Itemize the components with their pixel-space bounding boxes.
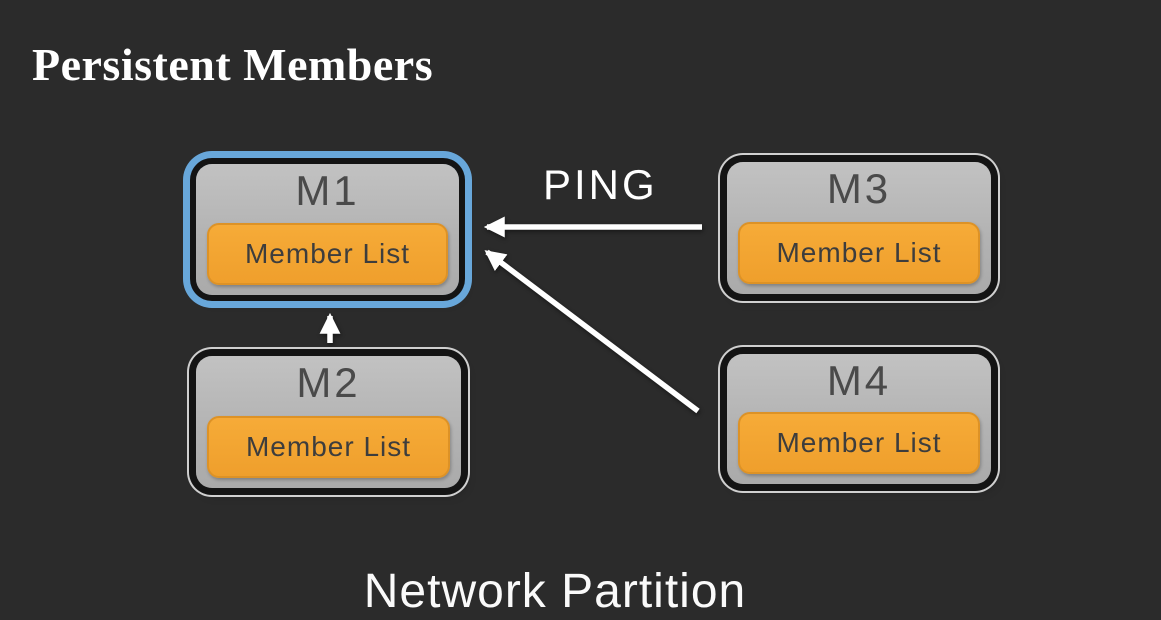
node-m4: M4 Member List [727,354,991,484]
node-m4-label: M4 [826,357,892,404]
node-m1-member-list: Member List [207,223,448,285]
arrow-m4-to-m1 [484,249,700,414]
slide-title: Persistent Members [32,39,434,90]
node-m2-member-list: Member List [207,416,450,478]
node-m3: M3 Member List [727,162,991,294]
node-m3-member-list: Member List [738,222,980,284]
ping-label: PING [543,161,658,208]
node-m1-label: M1 [295,167,360,214]
node-m2: M2 Member List [196,356,461,488]
node-m1: M1 Member List [196,164,459,295]
caption: Network Partition [363,565,747,618]
node-m2-label: M2 [296,359,361,406]
node-m3-label: M3 [826,165,892,212]
node-m4-member-list: Member List [738,412,980,474]
